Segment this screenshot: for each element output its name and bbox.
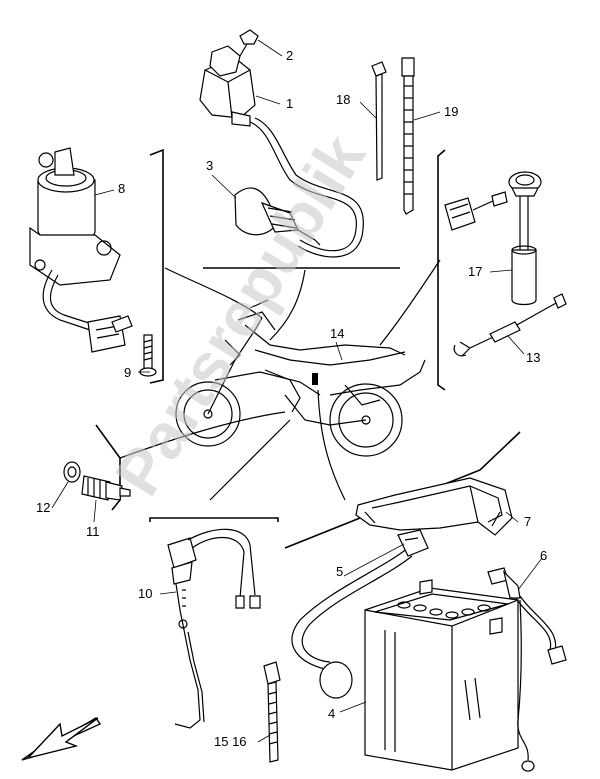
callout-17: 17 [468,264,482,279]
washer [63,461,81,483]
leader-lines [51,39,543,743]
battery-band [355,477,513,536]
main-switch-bolt [139,334,157,377]
watermark-text: Partsrepublik [101,122,379,507]
callout-4: 4 [328,706,335,721]
motorcycle-silhouette [175,299,426,457]
relay-assembly [444,171,542,306]
callout-10: 10 [138,586,152,601]
battery-minus-lead [487,567,567,772]
cable-tie-19 [401,57,415,215]
callout-3: 3 [206,158,213,173]
main-switch [29,147,133,353]
callout-6: 6 [540,548,547,563]
callout-9: 9 [124,365,131,380]
callout-13: 13 [526,350,540,365]
callout-labels: 1 2 3 8 9 18 19 17 14 13 12 11 10 5 7 6 … [36,48,547,749]
connection-lines [119,259,441,501]
front-direction-arrow-icon [21,717,102,761]
cable-tie-15-16 [263,661,281,763]
battery [364,579,519,771]
callout-5: 5 [336,564,343,579]
spark-plug-cap [234,187,321,246]
ignition-coil-bolt [239,29,259,57]
callout-19: 19 [444,104,458,119]
cable-tie-18 [371,61,387,181]
callout-12: 12 [36,500,50,515]
sensor-lead [167,528,261,729]
callout-2: 2 [286,48,293,63]
neutral-switch [81,475,131,501]
terminal-cable [453,293,567,357]
callout-7: 7 [524,514,531,529]
breather-hose [291,529,429,699]
callout-11: 11 [86,524,100,539]
callout-15-16: 15 16 [214,734,247,749]
callout-18: 18 [336,92,350,107]
callout-14: 14 [330,326,344,341]
callout-8: 8 [118,181,125,196]
callout-1: 1 [286,96,293,111]
ignition-coil [199,45,364,258]
